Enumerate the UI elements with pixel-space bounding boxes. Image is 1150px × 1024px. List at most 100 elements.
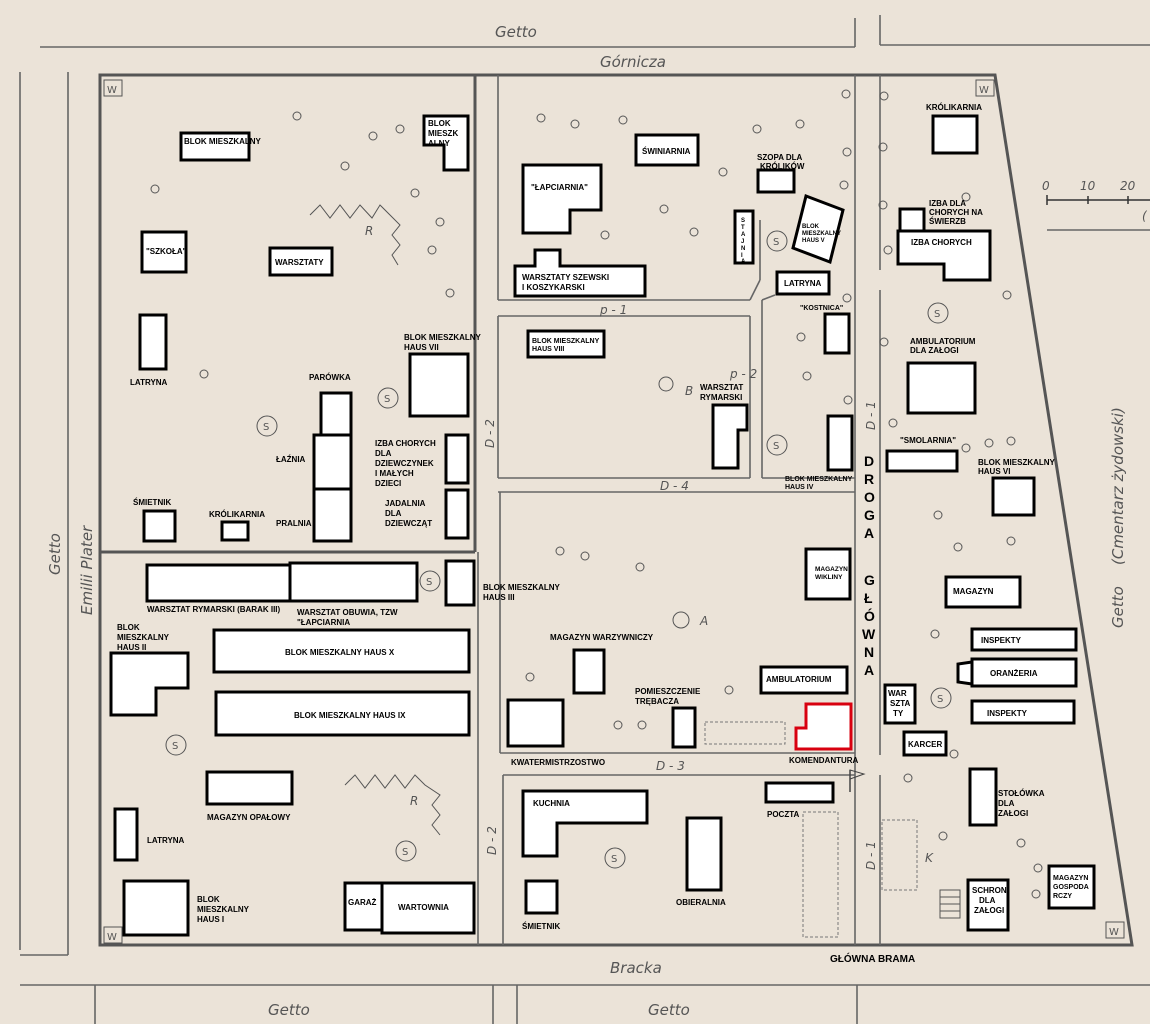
building-smolarnia[interactable] xyxy=(885,449,959,473)
s-symbols: S S S S S S S S S S xyxy=(165,230,952,869)
building-warsztat-rymarski[interactable] xyxy=(711,403,749,470)
svg-text:W: W xyxy=(107,85,117,96)
building-trebacza[interactable] xyxy=(671,706,697,749)
building-warsztaty-e[interactable]: WAR SZTA TY xyxy=(883,683,917,725)
building-smietnik-nw[interactable] xyxy=(142,509,177,543)
label-smietnik-nw: ŚMIETNIK xyxy=(133,498,171,507)
label-magazyn-opalowy: MAGAZYN OPAŁOWY xyxy=(207,813,291,822)
building-ambulatorium[interactable]: AMBULATORIUM xyxy=(759,665,849,695)
building-haus-i[interactable] xyxy=(122,879,190,937)
svg-text:LATRYNA: LATRYNA xyxy=(784,279,822,288)
building-kuchnia[interactable]: KUCHNIA xyxy=(521,789,649,858)
building-pralnia[interactable] xyxy=(312,487,353,543)
building-kostnica[interactable] xyxy=(823,312,851,355)
svg-text:BLOK MIESZKALNY: BLOK MIESZKALNY xyxy=(184,137,262,146)
building-magazyn-opalowy[interactable] xyxy=(205,770,294,806)
building-lapciarnia[interactable]: "ŁAPCIARNIA" xyxy=(521,163,603,235)
building-kwatermistrzostwo[interactable] xyxy=(506,698,565,748)
building-haus-vii[interactable] xyxy=(408,352,470,418)
label-szopa-2: KRÓLIKÓW xyxy=(760,162,805,171)
building-parowka[interactable] xyxy=(319,391,353,437)
building-karcer[interactable]: KARCER xyxy=(902,730,948,757)
svg-text:IZBA DLA: IZBA DLA xyxy=(929,199,966,208)
svg-text:W: W xyxy=(862,626,876,642)
road-d2-upper: D - 2 xyxy=(483,419,497,448)
building-wartownia[interactable]: WARTOWNIA xyxy=(380,881,476,935)
label-amb-zalogi-2: DLA ZAŁOGI xyxy=(910,346,959,355)
building-magazyn[interactable]: MAGAZYN xyxy=(944,575,1022,609)
street-getto-left: Getto xyxy=(46,533,64,575)
building-latryna-nw[interactable] xyxy=(138,313,168,371)
building-blok-mieszkalny-corner[interactable]: BLOK MIESZK ALNY xyxy=(422,114,470,172)
svg-text:A: A xyxy=(864,662,874,678)
building-stolowka[interactable] xyxy=(968,767,998,827)
svg-text:ZAŁOGI: ZAŁOGI xyxy=(974,906,1004,915)
svg-text:DLA: DLA xyxy=(979,896,996,905)
svg-text:ŚWIERZB: ŚWIERZB xyxy=(929,217,966,226)
building-stajnia[interactable]: S T A J N I A xyxy=(733,209,755,265)
building-schron[interactable]: SCHRON DLA ZAŁOGI xyxy=(966,878,1010,932)
svg-text:G: G xyxy=(864,572,875,588)
building-haus-ii[interactable] xyxy=(109,651,190,717)
building-izba-chorych[interactable]: IZBA CHORYCH xyxy=(896,229,992,282)
street-getto-right: Getto xyxy=(1109,586,1127,628)
building-latryna-sw[interactable] xyxy=(113,807,139,862)
building-izba-swierzb[interactable] xyxy=(898,207,926,233)
label-latryna-sw: LATRYNA xyxy=(147,836,185,845)
building-haus-x[interactable]: BLOK MIESZKALNY HAUS X xyxy=(212,628,471,674)
building-magazyn-wikliny[interactable]: MAGAZYN WIKLINY xyxy=(804,547,852,601)
building-laznia[interactable] xyxy=(312,433,353,491)
building-haus-viii[interactable]: BLOK MIESZKALNY HAUS VIII xyxy=(526,329,606,359)
building-haus-vi[interactable] xyxy=(991,476,1036,517)
building-szopa-krolikow[interactable] xyxy=(756,168,796,194)
label-obuwia-1: WARSZTAT OBUWIA, TZW xyxy=(297,608,398,617)
building-haus-iv[interactable] xyxy=(826,414,854,472)
building-jadalnia[interactable] xyxy=(444,488,470,540)
building-oranzeria[interactable]: ORANŻERIA xyxy=(956,657,1078,688)
building-haus-iii[interactable] xyxy=(444,559,476,607)
building-poczta[interactable] xyxy=(764,781,835,804)
building-latryna-n[interactable]: LATRYNA xyxy=(775,270,831,296)
label-magazyn-warzywniczy: MAGAZYN WARZYWNICZY xyxy=(550,633,654,642)
street-edges xyxy=(19,15,1150,1024)
label-poczta: POCZTA xyxy=(767,810,800,819)
sector-b: B xyxy=(685,384,693,398)
camp-wall xyxy=(98,73,1134,947)
building-magazyn-gospodarczy[interactable]: MAGAZYN GOSPODA RCZY xyxy=(1047,864,1096,910)
zigzag-r-2 xyxy=(344,774,441,836)
svg-text:R: R xyxy=(864,471,874,487)
svg-text:MIESZKALNY: MIESZKALNY xyxy=(802,231,841,237)
building-smietnik-s[interactable] xyxy=(524,879,559,915)
label-krolikarnia-e: KRÓLIKARNIA xyxy=(926,103,982,112)
svg-text:WARSZTATY: WARSZTATY xyxy=(275,258,324,267)
road-d4: D - 4 xyxy=(660,479,689,493)
building-komendantura[interactable] xyxy=(794,702,853,751)
building-garaz[interactable]: GARAŻ xyxy=(343,881,384,932)
building-krolikarnia-e[interactable] xyxy=(931,114,979,155)
building-warsztat-obuwia[interactable] xyxy=(288,561,419,603)
building-ambulatorium-zalogi[interactable] xyxy=(906,361,977,415)
building-warsztat-barak-iii[interactable] xyxy=(145,563,292,603)
section-boundaries xyxy=(100,75,881,945)
building-warsztaty-szewski[interactable]: WARSZTATY SZEWSKI I KOSZYKARSKI xyxy=(513,248,647,298)
svg-text:ŚWINIARNIA: ŚWINIARNIA xyxy=(642,147,691,156)
building-magazyn-warzywniczy[interactable] xyxy=(572,648,606,695)
building-szkola[interactable]: "SZKOŁA" xyxy=(140,230,188,274)
building-inspekty-1[interactable]: INSPEKTY xyxy=(970,627,1078,652)
building-krolikarnia-nw[interactable] xyxy=(220,520,250,542)
label-haus-vii-1: BLOK MIESZKALNY xyxy=(404,333,482,342)
svg-text:"ŁAPCIARNIA": "ŁAPCIARNIA" xyxy=(531,183,588,192)
building-haus-ix[interactable]: BLOK MIESZKALNY HAUS IX xyxy=(214,690,471,737)
building-blok-mieszkalny-nw[interactable]: BLOK MIESZKALNY xyxy=(179,131,262,162)
building-swiniarnia[interactable]: ŚWINIARNIA xyxy=(634,133,700,167)
label-smolarnia: "SMOLARNIA" xyxy=(900,436,956,445)
building-izba-dziewczynek[interactable] xyxy=(444,433,470,485)
building-obieralnia[interactable] xyxy=(685,816,723,892)
building-warsztaty[interactable]: WARSZTATY xyxy=(268,246,334,277)
label-krolikarnia-nw: KRÓLIKARNIA xyxy=(209,510,265,519)
building-haus-v[interactable]: BLOK MIESZKALNY HAUS V xyxy=(791,194,845,264)
label-amb-zalogi-1: AMBULATORIUM xyxy=(910,337,976,346)
svg-text:BLOK MIESZKALNY: BLOK MIESZKALNY xyxy=(532,338,600,345)
building-inspekty-2[interactable]: INSPEKTY xyxy=(970,699,1076,725)
